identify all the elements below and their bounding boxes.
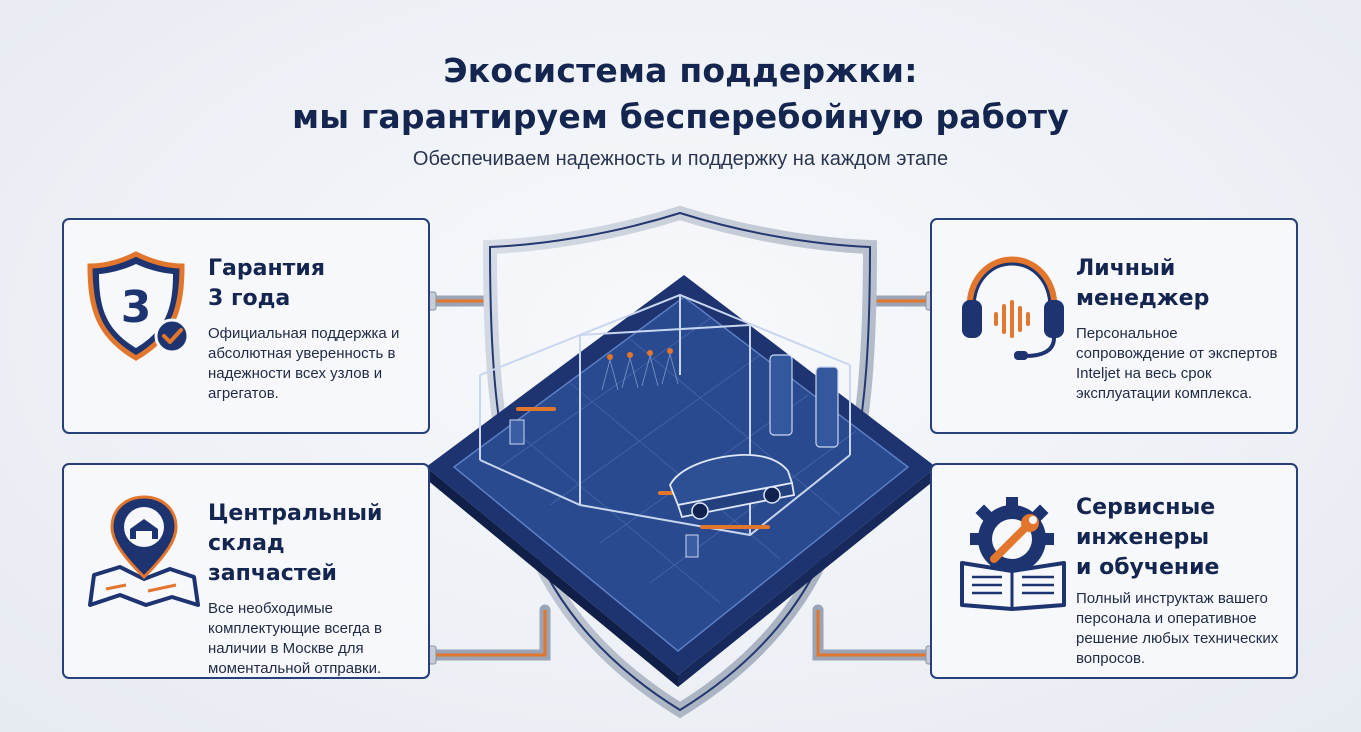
card-warehouse: Центральный склад запчастей Все необходи… [62, 463, 430, 679]
page-title: Экосистема поддержки: мы гарантируем бес… [0, 48, 1361, 140]
warehouse-location-pin-icon [88, 495, 200, 607]
card-personal-manager: Личный менеджер Персональное сопровожден… [930, 218, 1298, 434]
card-warranty: 3 Гарантия 3 года Официальная поддержка … [62, 218, 430, 434]
car-wash-blueprint-illustration [426, 205, 936, 719]
card-description: Персональное сопровождение от экспертов … [1076, 325, 1278, 402]
card-title: Сервисные инженеры и обучение [1076, 495, 1220, 580]
card-description: Официальная поддержка и абсолютная увере… [208, 325, 400, 402]
page-title-line2: мы гарантируем бесперебойную работу [292, 97, 1069, 136]
card-title: Личный менеджер [1076, 256, 1210, 311]
svg-text:3: 3 [121, 282, 152, 333]
card-description: Все необходимые комплектующие всегда в н… [208, 600, 383, 677]
card-service-engineers: Сервисные инженеры и обучение Полный инс… [930, 463, 1298, 679]
card-title: Гарантия 3 года [208, 256, 325, 311]
gear-book-wrench-icon [960, 497, 1066, 611]
card-description: Полный инструктаж вашего персонала и опе… [1076, 590, 1279, 667]
card-title: Центральный склад запчастей [208, 501, 383, 586]
page-title-line1: Экосистема поддержки: [443, 51, 918, 90]
headset-icon [962, 256, 1064, 360]
page-subtitle: Обеспечиваем надежность и поддержку на к… [412, 148, 949, 170]
shield-3-check-icon: 3 [87, 251, 190, 361]
header: Экосистема поддержки: мы гарантируем бес… [0, 48, 1361, 171]
